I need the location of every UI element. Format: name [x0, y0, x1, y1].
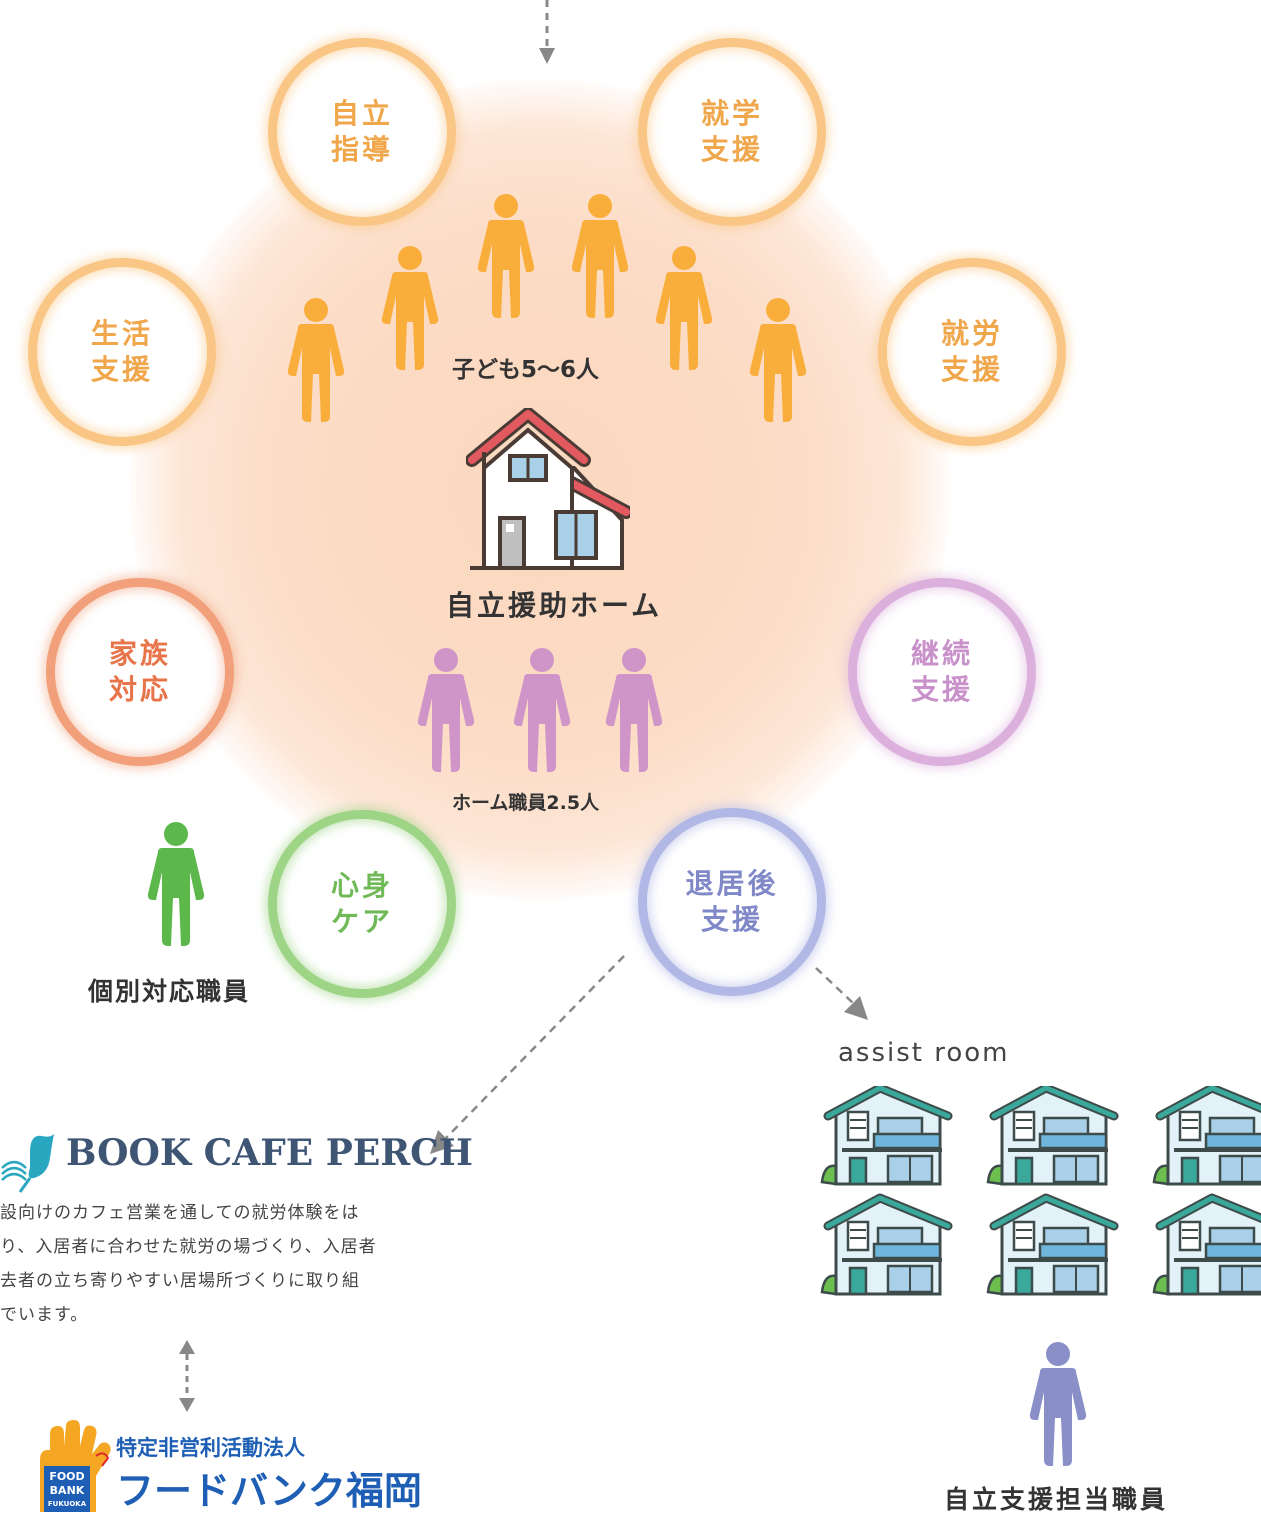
circle-keizoku-shien: 継続 支援: [848, 578, 1036, 766]
home-staff-label: ホーム職員2.5人: [452, 792, 600, 814]
assist-room-apartments: [818, 1086, 1261, 1298]
individual-staff-figure: [147, 822, 205, 946]
circle-seikatsu-shien: 生活 支援: [28, 258, 216, 446]
circle-shinshin-care: 心身 ケア: [268, 810, 456, 998]
home-staff-figures: [417, 648, 663, 772]
circle-shuro-shien: 就労 支援: [878, 258, 1066, 446]
circle-jiritsu-shido: 自立 指導: [268, 38, 456, 226]
independence-staff-label: 自立支援担当職員: [944, 1485, 1169, 1514]
arrow-to-assist-room: [815, 967, 868, 1020]
foodbank-hand-logo: FOOD BANK FUKUOKA: [40, 1420, 111, 1512]
foodbank-name: フードバンク福岡: [116, 1469, 422, 1513]
circle-kazoku-taio: 家族 対応: [46, 578, 234, 766]
circle-taikyogo-shien: 退居後 支援: [638, 808, 826, 996]
foodbank-org-type: 特定非営利活動法人: [116, 1436, 305, 1460]
arrow-to-cafe: [430, 955, 625, 1154]
home-label: 自立援助ホーム: [446, 589, 663, 622]
book-cafe-title: BOOK CAFE PERCH: [66, 1132, 473, 1174]
bird-book-icon: [1, 1134, 54, 1193]
top-down-arrow: [539, 0, 555, 64]
assist-room-label: assist room: [838, 1038, 1010, 1068]
cafe-foodbank-double-arrow: [179, 1340, 195, 1412]
svg-text:BANK: BANK: [50, 1484, 85, 1497]
home-house-icon: [466, 408, 630, 570]
book-cafe-description: 設向けのカフェ営業を通しての就労体験をは り、入居者に合わせた就労の場づくり、入…: [0, 1203, 377, 1325]
independence-staff-figure: [1029, 1342, 1087, 1466]
svg-text:FUKUOKA: FUKUOKA: [48, 1500, 87, 1508]
individual-staff-label: 個別対応職員: [88, 977, 251, 1006]
children-figures: [287, 194, 807, 422]
circle-shugaku-shien: 就学 支援: [638, 38, 826, 226]
children-label: 子ども5〜6人: [452, 357, 600, 383]
svg-text:FOOD: FOOD: [49, 1470, 84, 1483]
